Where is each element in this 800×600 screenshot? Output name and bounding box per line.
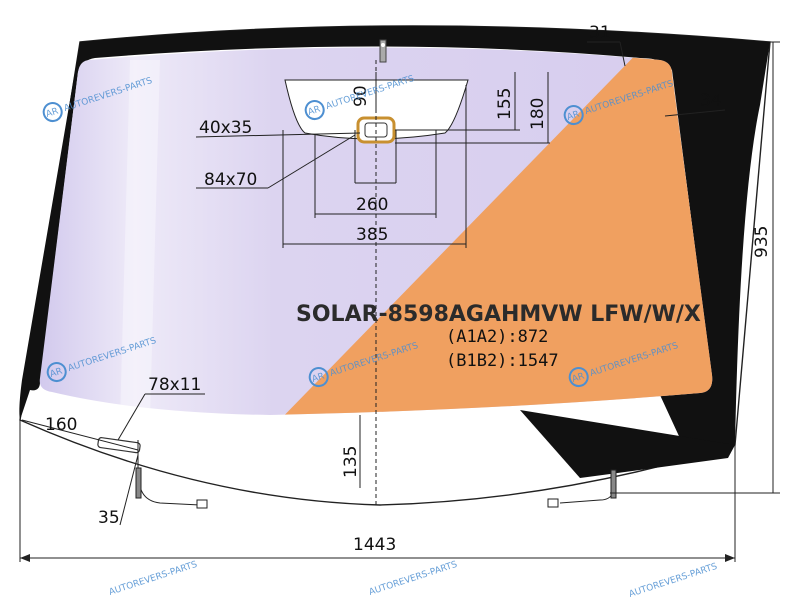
clip-right bbox=[610, 469, 617, 499]
spec-b1b2: (B1B2):1547 bbox=[446, 351, 559, 371]
label-1443: 1443 bbox=[353, 535, 396, 555]
label-35: 35 bbox=[98, 508, 120, 528]
connector-right bbox=[547, 498, 559, 508]
arrow-1443-right bbox=[725, 554, 735, 562]
label-40x35: 40x35 bbox=[199, 118, 252, 138]
leader-35 bbox=[119, 454, 139, 526]
watermark-9: AUTOREVERS-PARTS bbox=[628, 562, 719, 600]
mirror-bracket bbox=[379, 39, 387, 63]
svg-text:AUTOREVERS-PARTS: AUTOREVERS-PARTS bbox=[368, 560, 459, 598]
arrow-1443-left bbox=[20, 554, 30, 562]
product-code: SOLAR-8598AGAHMVW LFW/W/X bbox=[296, 302, 701, 327]
label-160: 160 bbox=[45, 415, 77, 435]
label-155: 155 bbox=[495, 88, 515, 120]
svg-text:AR: AR bbox=[571, 372, 586, 385]
label-34: 34 bbox=[700, 91, 722, 111]
svg-text:AUTOREVERS-PARTS: AUTOREVERS-PARTS bbox=[628, 562, 719, 600]
svg-text:AR: AR bbox=[566, 110, 581, 123]
leader-34 bbox=[664, 109, 726, 117]
mirror-bracket-hole bbox=[381, 43, 385, 47]
svg-text:AR: AR bbox=[311, 372, 326, 385]
dim-160-line bbox=[21, 419, 139, 451]
label-180: 180 bbox=[528, 98, 548, 130]
clip-left bbox=[135, 467, 142, 499]
tint-orange bbox=[270, 47, 713, 415]
svg-text:AUTOREVERS-PARTS: AUTOREVERS-PARTS bbox=[108, 560, 199, 598]
watermark-8: AUTOREVERS-PARTS bbox=[368, 560, 459, 598]
label-31: 31 bbox=[589, 23, 611, 43]
frit-border bbox=[19, 26, 771, 460]
label-90: 90 bbox=[351, 85, 371, 107]
label-385: 385 bbox=[356, 225, 388, 245]
svg-text:AR: AR bbox=[45, 107, 60, 120]
leader-31-diag bbox=[619, 41, 626, 67]
label-84x70: 84x70 bbox=[204, 170, 257, 190]
label-260: 260 bbox=[356, 195, 388, 215]
spec-a1a2: (A1A2):872 bbox=[446, 327, 548, 347]
connector-left bbox=[196, 499, 208, 509]
leader-78x11-diag bbox=[117, 393, 146, 441]
label-935: 935 bbox=[752, 226, 772, 258]
frit-corner-right bbox=[520, 410, 735, 478]
label-78x11: 78x11 bbox=[148, 375, 201, 395]
watermark-7: AUTOREVERS-PARTS bbox=[108, 560, 199, 598]
svg-text:AR: AR bbox=[307, 105, 322, 118]
leader-84x70-diag bbox=[267, 134, 356, 189]
light-streak bbox=[120, 60, 160, 415]
label-135: 135 bbox=[341, 446, 361, 478]
svg-text:AR: AR bbox=[49, 367, 64, 380]
leader-40x35 bbox=[195, 132, 361, 138]
